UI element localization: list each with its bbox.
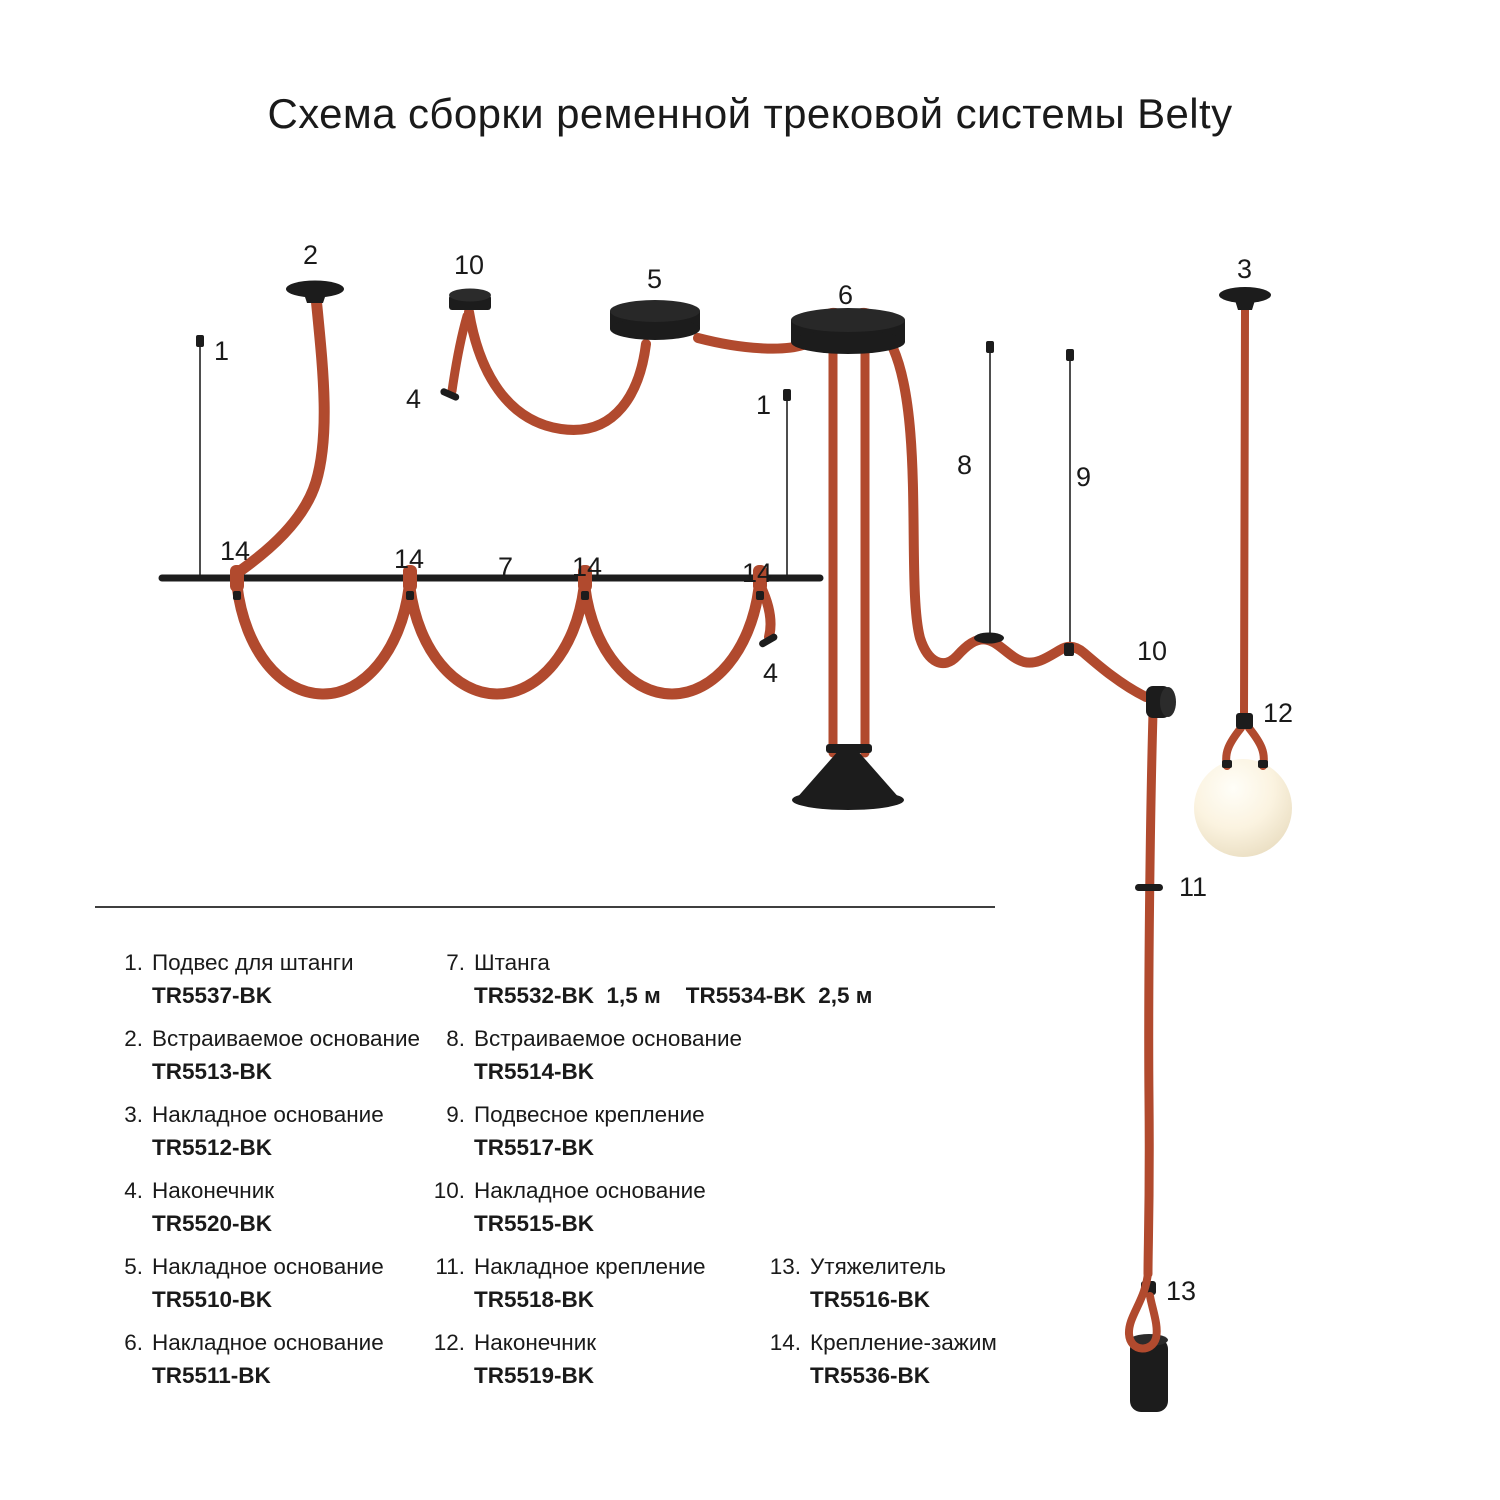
legend-item-5: 5. Накладное основание TR5510-BK: [105, 1250, 420, 1326]
belt-tip-12: [1236, 713, 1253, 729]
legend-code: TR5514-BK: [474, 1059, 595, 1084]
legend-code: TR5511-BK: [152, 1363, 271, 1388]
legend-name: Наконечник: [474, 1330, 597, 1355]
legend-num: 4.: [124, 1178, 143, 1203]
part-label-11: 11: [1179, 872, 1208, 902]
legend-code: TR5513-BK: [152, 1059, 273, 1084]
suspension-wires: [199, 346, 1071, 645]
legend-num: 5.: [124, 1254, 143, 1279]
legend-name: Накладное основание: [152, 1102, 384, 1127]
part-label-14-c: 14: [572, 552, 603, 582]
part-label-7: 7: [498, 552, 514, 582]
weight-belt-loop: [1125, 1268, 1161, 1353]
part-label-5: 5: [647, 264, 663, 294]
legend-name: Накладное основание: [474, 1178, 706, 1203]
legend-code: TR5518-BK: [474, 1287, 595, 1312]
legend-code: TR5517-BK: [474, 1135, 595, 1160]
belt-tip-4-left: [440, 388, 460, 401]
legend-num: 2.: [124, 1026, 143, 1051]
legend-name: Наконечник: [152, 1178, 275, 1203]
legend-item-2: 2. Встраиваемое основание TR5513-BK: [105, 1022, 420, 1098]
part-label-1-left: 1: [214, 336, 230, 366]
belts: [231, 291, 1268, 1279]
legend-name: Штанга: [474, 950, 550, 975]
belt-clamps: [230, 565, 767, 600]
belt-tip-4-bottom: [759, 633, 778, 648]
part-label-10-top: 10: [454, 250, 485, 280]
cone-shade: [826, 744, 872, 753]
legend-num: 9.: [446, 1102, 465, 1127]
legend-item-11: 11. Накладное крепление TR5518-BK: [427, 1250, 872, 1326]
legend-name: Крепление-зажим: [810, 1330, 997, 1355]
legend-name: Накладное крепление: [474, 1254, 706, 1279]
legend-num: 11.: [435, 1254, 465, 1279]
part-label-8: 8: [957, 450, 973, 480]
sphere-diffuser: [1194, 759, 1292, 857]
legend-num: 14.: [769, 1330, 801, 1355]
legend-item-3: 3. Накладное основание TR5512-BK: [105, 1098, 420, 1174]
legend-code: TR5532-BK 1,5 м TR5534-BK 2,5 м: [474, 983, 873, 1008]
legend-code: TR5516-BK: [810, 1287, 931, 1312]
legend-divider: [95, 906, 995, 908]
surface-clamp-11: [1135, 884, 1163, 891]
part-label-14-a: 14: [220, 536, 251, 566]
legend-code: TR5537-BK: [152, 983, 273, 1008]
weight-13: [1130, 1338, 1168, 1412]
part-label-4-left: 4: [406, 384, 422, 414]
legend-item-10: 10. Накладное основание TR5515-BK: [427, 1174, 872, 1250]
legend-column-3: 13. Утяжелитель TR5516-BK 14. Крепление-за…: [763, 1250, 997, 1402]
legend-code: TR5515-BK: [474, 1211, 595, 1236]
part-label-1-right: 1: [756, 390, 772, 420]
legend-num: 13.: [769, 1254, 801, 1279]
legend-item-13: 13. Утяжелитель TR5516-BK: [763, 1250, 997, 1326]
legend-name: Утяжелитель: [810, 1254, 946, 1279]
legend-code: TR5519-BK: [474, 1363, 595, 1388]
legend-code: TR5520-BK: [152, 1211, 273, 1236]
part-label-6: 6: [838, 280, 854, 310]
legend-num: 10.: [433, 1178, 465, 1203]
page-title: Схема сборки ременной трековой системы B…: [267, 90, 1233, 137]
legend-code: TR5512-BK: [152, 1135, 273, 1160]
part-label-3: 3: [1237, 254, 1253, 284]
legend-num: 1.: [124, 950, 143, 975]
recessed-base-8: [974, 632, 1004, 644]
legend-item-1: 1. Подвес для штанги TR5537-BK: [105, 946, 420, 1022]
legend-name: Накладное основание: [152, 1330, 384, 1355]
legend-item-12: 12. Наконечник TR5519-BK: [427, 1326, 872, 1402]
legend-num: 8.: [446, 1026, 465, 1051]
part-label-14-d: 14: [742, 558, 773, 588]
rod-suspension-anchors: [196, 335, 1074, 401]
legend-num: 6.: [124, 1330, 143, 1355]
legend-item-7: 7. Штанга TR5532-BK 1,5 м TR5534-BK 2,5 м: [427, 946, 872, 1022]
part-label-2: 2: [303, 240, 319, 270]
legend-name: Встраиваемое основание: [152, 1026, 421, 1051]
legend-name: Встраиваемое основание: [474, 1026, 743, 1051]
part-label-12: 12: [1263, 698, 1294, 728]
legend-code: TR5510-BK: [152, 1287, 273, 1312]
part-label-14-b: 14: [394, 544, 425, 574]
legend-item-14: 14. Крепление-зажим TR5536-BK: [763, 1326, 997, 1402]
legend-name: Накладное основание: [152, 1254, 384, 1279]
part-label-9: 9: [1076, 462, 1092, 492]
legend-item-4: 4. Наконечник TR5520-BK: [105, 1174, 420, 1250]
legend-code: TR5536-BK: [810, 1363, 931, 1388]
legend-column-2: 7. Штанга TR5532-BK 1,5 м TR5534-BK 2,5 м…: [427, 946, 873, 1402]
hardware: [286, 280, 1271, 1412]
part-label-10-right: 10: [1137, 636, 1168, 666]
legend-name: Подвес для штанги: [152, 950, 354, 975]
legend-num: 12.: [433, 1330, 465, 1355]
pendant-mount-9: [1064, 643, 1074, 656]
legend-num: 7.: [446, 950, 465, 975]
legend-column-1: 1. Подвес для штанги TR5537-BK 2. Встраива…: [105, 946, 420, 1402]
legend-num: 3.: [124, 1102, 143, 1127]
legend-item-6: 6. Накладное основание TR5511-BK: [105, 1326, 420, 1402]
legend-name: Подвесное крепление: [474, 1102, 705, 1127]
legend-item-8: 8. Встраиваемое основание TR5514-BK: [427, 1022, 872, 1098]
legend-item-9: 9. Подвесное крепление TR5517-BK: [427, 1098, 872, 1174]
part-label-4-bottom: 4: [763, 658, 779, 688]
part-label-13: 13: [1166, 1276, 1197, 1306]
